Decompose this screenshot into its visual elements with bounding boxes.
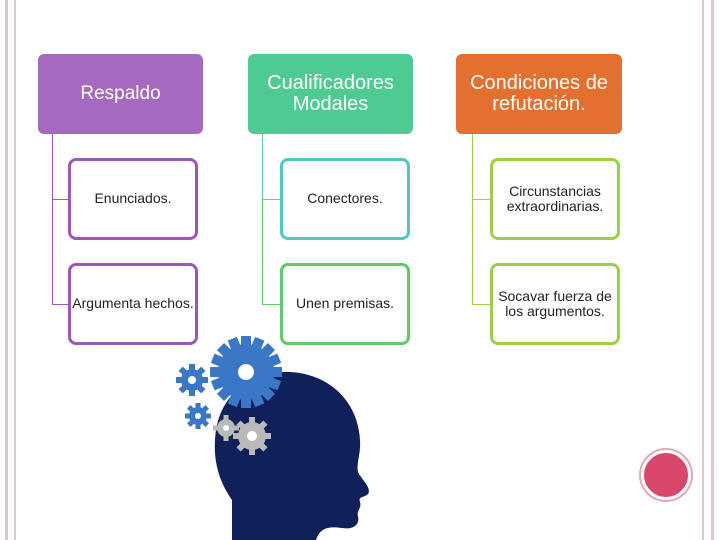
head-gears-illustration [176, 336, 369, 540]
item-conectores: Conectores. [280, 158, 410, 240]
grey-gear-large-icon [233, 417, 271, 455]
large-gear-icon [210, 336, 282, 408]
item-enunciados: Enunciados. [68, 158, 198, 240]
connector-1-2 [52, 199, 69, 305]
connector-1-1 [52, 134, 69, 200]
small-gear-icon [176, 364, 208, 396]
header-cualificadores-modales: Cualificadores Modales [248, 54, 413, 134]
grey-gear-icon [213, 415, 239, 441]
slide-border-right-inner [702, 0, 704, 540]
connector-3-2 [472, 199, 491, 305]
head-silhouette [214, 371, 369, 540]
header-condiciones-refutacion: Condiciones de refutación. [456, 54, 622, 134]
item-unen-premisas: Unen premisas. [280, 263, 410, 345]
connector-2-1 [262, 134, 281, 200]
item-circunstancias: Circunstancias extraordinarias. [490, 158, 620, 240]
slide-border-right [711, 0, 714, 540]
header-respaldo: Respaldo [38, 54, 203, 134]
decorative-circle [641, 450, 691, 500]
item-socavar-fuerza: Socavar fuerza de los argumentos. [490, 263, 620, 345]
slide-border-left [5, 0, 8, 540]
item-argumenta-hechos: Argumenta hechos. [68, 263, 198, 345]
tiny-gear-icon [185, 403, 211, 429]
connector-2-2 [262, 199, 281, 305]
slide-border-left-inner [14, 0, 16, 540]
connector-3-1 [472, 134, 491, 200]
